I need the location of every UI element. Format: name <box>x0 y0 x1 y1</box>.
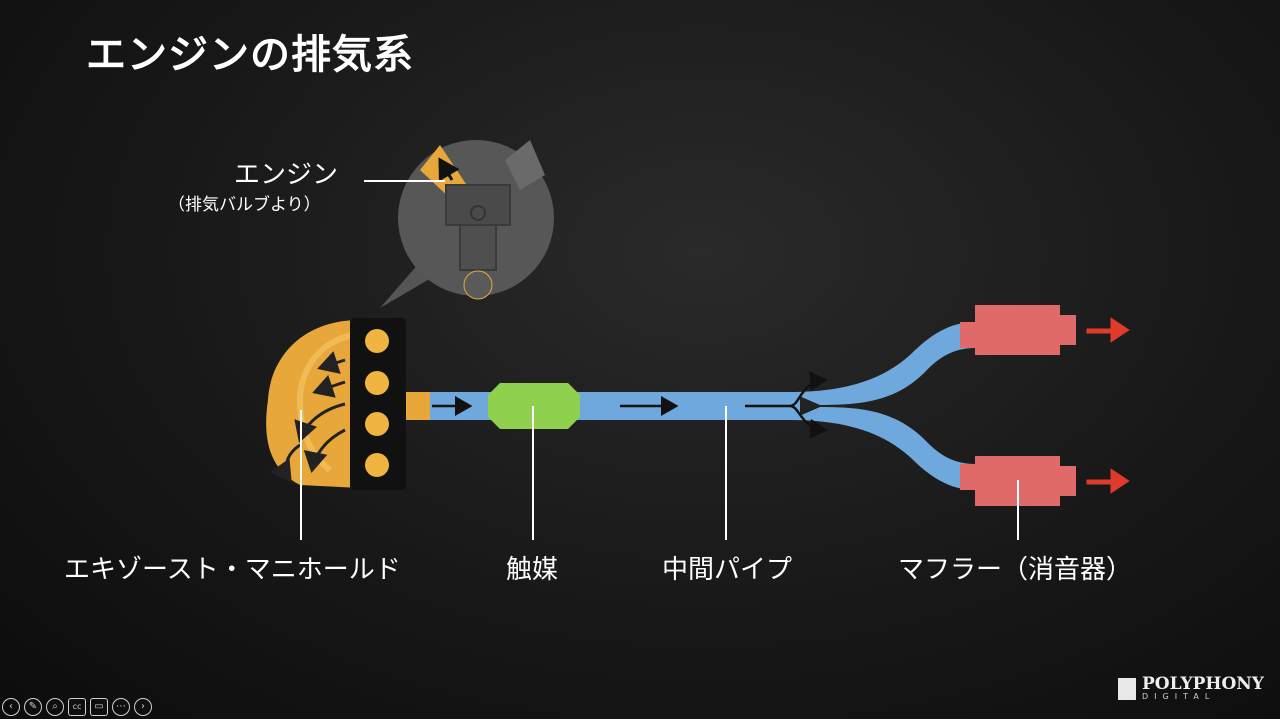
camera-icon[interactable]: ▭ <box>90 698 108 716</box>
engine-sublabel: （排気バルブより） <box>168 195 321 215</box>
engine-callout <box>380 140 554 308</box>
logo-sub: DIGITAL <box>1142 692 1216 701</box>
muffler-lower <box>960 456 1130 506</box>
exhaust-manifold <box>266 320 432 488</box>
zoom-icon[interactable]: ⌕ <box>46 698 64 716</box>
polyphony-logo: POLYPHONY DIGITAL <box>1118 676 1264 701</box>
mid-pipe-label: 中間パイプ <box>662 555 793 585</box>
player-toolbar: ‹ ✎ ⌕ cc ▭ ⋯ › <box>2 696 152 718</box>
engine-block <box>350 318 406 490</box>
engine-label: エンジン <box>234 160 339 190</box>
back-icon[interactable]: ‹ <box>2 698 20 716</box>
captions-icon[interactable]: cc <box>68 698 86 716</box>
logo-mark-icon <box>1118 677 1136 700</box>
page-title: エンジンの排気系 <box>86 32 414 78</box>
muffler-upper <box>960 305 1130 355</box>
logo-name: POLYPHONY <box>1142 674 1264 694</box>
manifold-label: エキゾースト・マニホールド <box>64 555 401 585</box>
catalyst-label: 触媒 <box>506 555 559 585</box>
more-icon[interactable]: ⋯ <box>112 698 130 716</box>
muffler-label: マフラー（消音器） <box>898 555 1133 585</box>
forward-icon[interactable]: › <box>134 698 152 716</box>
pen-icon[interactable]: ✎ <box>24 698 42 716</box>
